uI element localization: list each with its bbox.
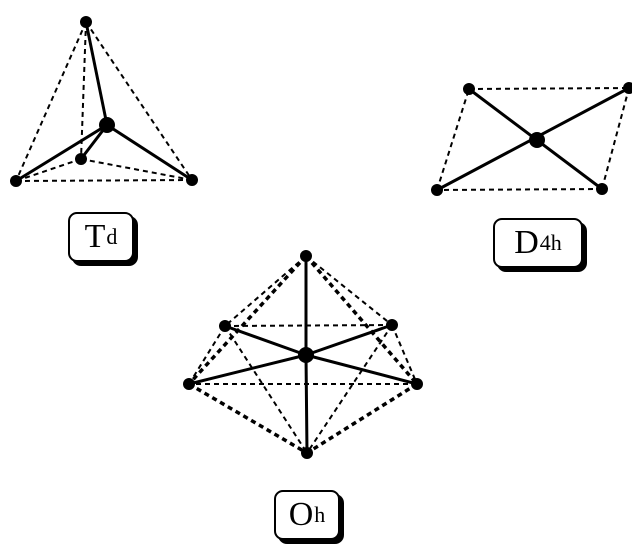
oh-dashed-edge <box>187 254 308 386</box>
oh-bond <box>187 353 308 386</box>
octahedral-geometry <box>183 250 423 459</box>
oh-dashed-edge <box>188 325 226 385</box>
oh-ligand-atom <box>301 447 313 459</box>
td-central-atom <box>99 117 115 133</box>
oh-dashed-edge <box>224 325 308 454</box>
point-group-symbol: T <box>84 218 106 255</box>
td-dashed-edge <box>80 21 87 160</box>
td-ligand-atom <box>186 174 198 186</box>
d4h-dashed-edge <box>468 87 630 90</box>
td-bond <box>105 123 194 182</box>
oh-dashed-edge <box>306 324 393 454</box>
oh-dashed-edge <box>391 324 418 385</box>
td-bond <box>14 123 109 183</box>
oh-bond <box>304 323 394 357</box>
oh-central-atom <box>298 347 314 363</box>
oh-ligand-atom <box>219 320 231 332</box>
td-ligand-atom <box>80 16 92 28</box>
square-planar-geometry <box>431 82 632 196</box>
d4h-ligand-atom <box>463 83 475 95</box>
oh-dashed-edge <box>188 382 308 455</box>
d4h-ligand-atom <box>596 183 608 195</box>
td-dashed-edge <box>15 21 87 182</box>
td-ligand-atom <box>75 153 87 165</box>
td-bond <box>84 20 109 127</box>
oh-bond <box>304 353 309 455</box>
td-ligand-atom <box>10 175 22 187</box>
td-dashed-edge <box>85 21 193 181</box>
point-group-symbol: O <box>288 496 314 533</box>
d4h-dashed-edge <box>436 188 603 191</box>
tetrahedral-geometry <box>10 16 198 187</box>
oh-ligand-atom <box>386 319 398 331</box>
oh-ligand-atom <box>183 378 195 390</box>
td-dashed-edge <box>80 158 193 181</box>
point-group-symbol: D <box>514 224 539 261</box>
td-dashed-edge <box>15 179 193 182</box>
d4h-central-atom <box>529 132 545 148</box>
oh-ligand-atom <box>411 378 423 390</box>
oh-bond <box>223 324 308 357</box>
td-dashed-edge <box>15 158 82 182</box>
d4h-dashed-edge <box>601 87 630 190</box>
d4h-ligand-atom <box>623 82 632 94</box>
oh-ligand-atom <box>300 250 312 262</box>
oh-dashed-edge <box>304 254 419 386</box>
oh-dashed-edge <box>306 382 418 455</box>
oh-bond <box>304 353 419 386</box>
oh-dashed-edge <box>224 255 307 327</box>
d4h-ligand-atom <box>431 184 443 196</box>
oh-dashed-edge <box>305 255 393 326</box>
